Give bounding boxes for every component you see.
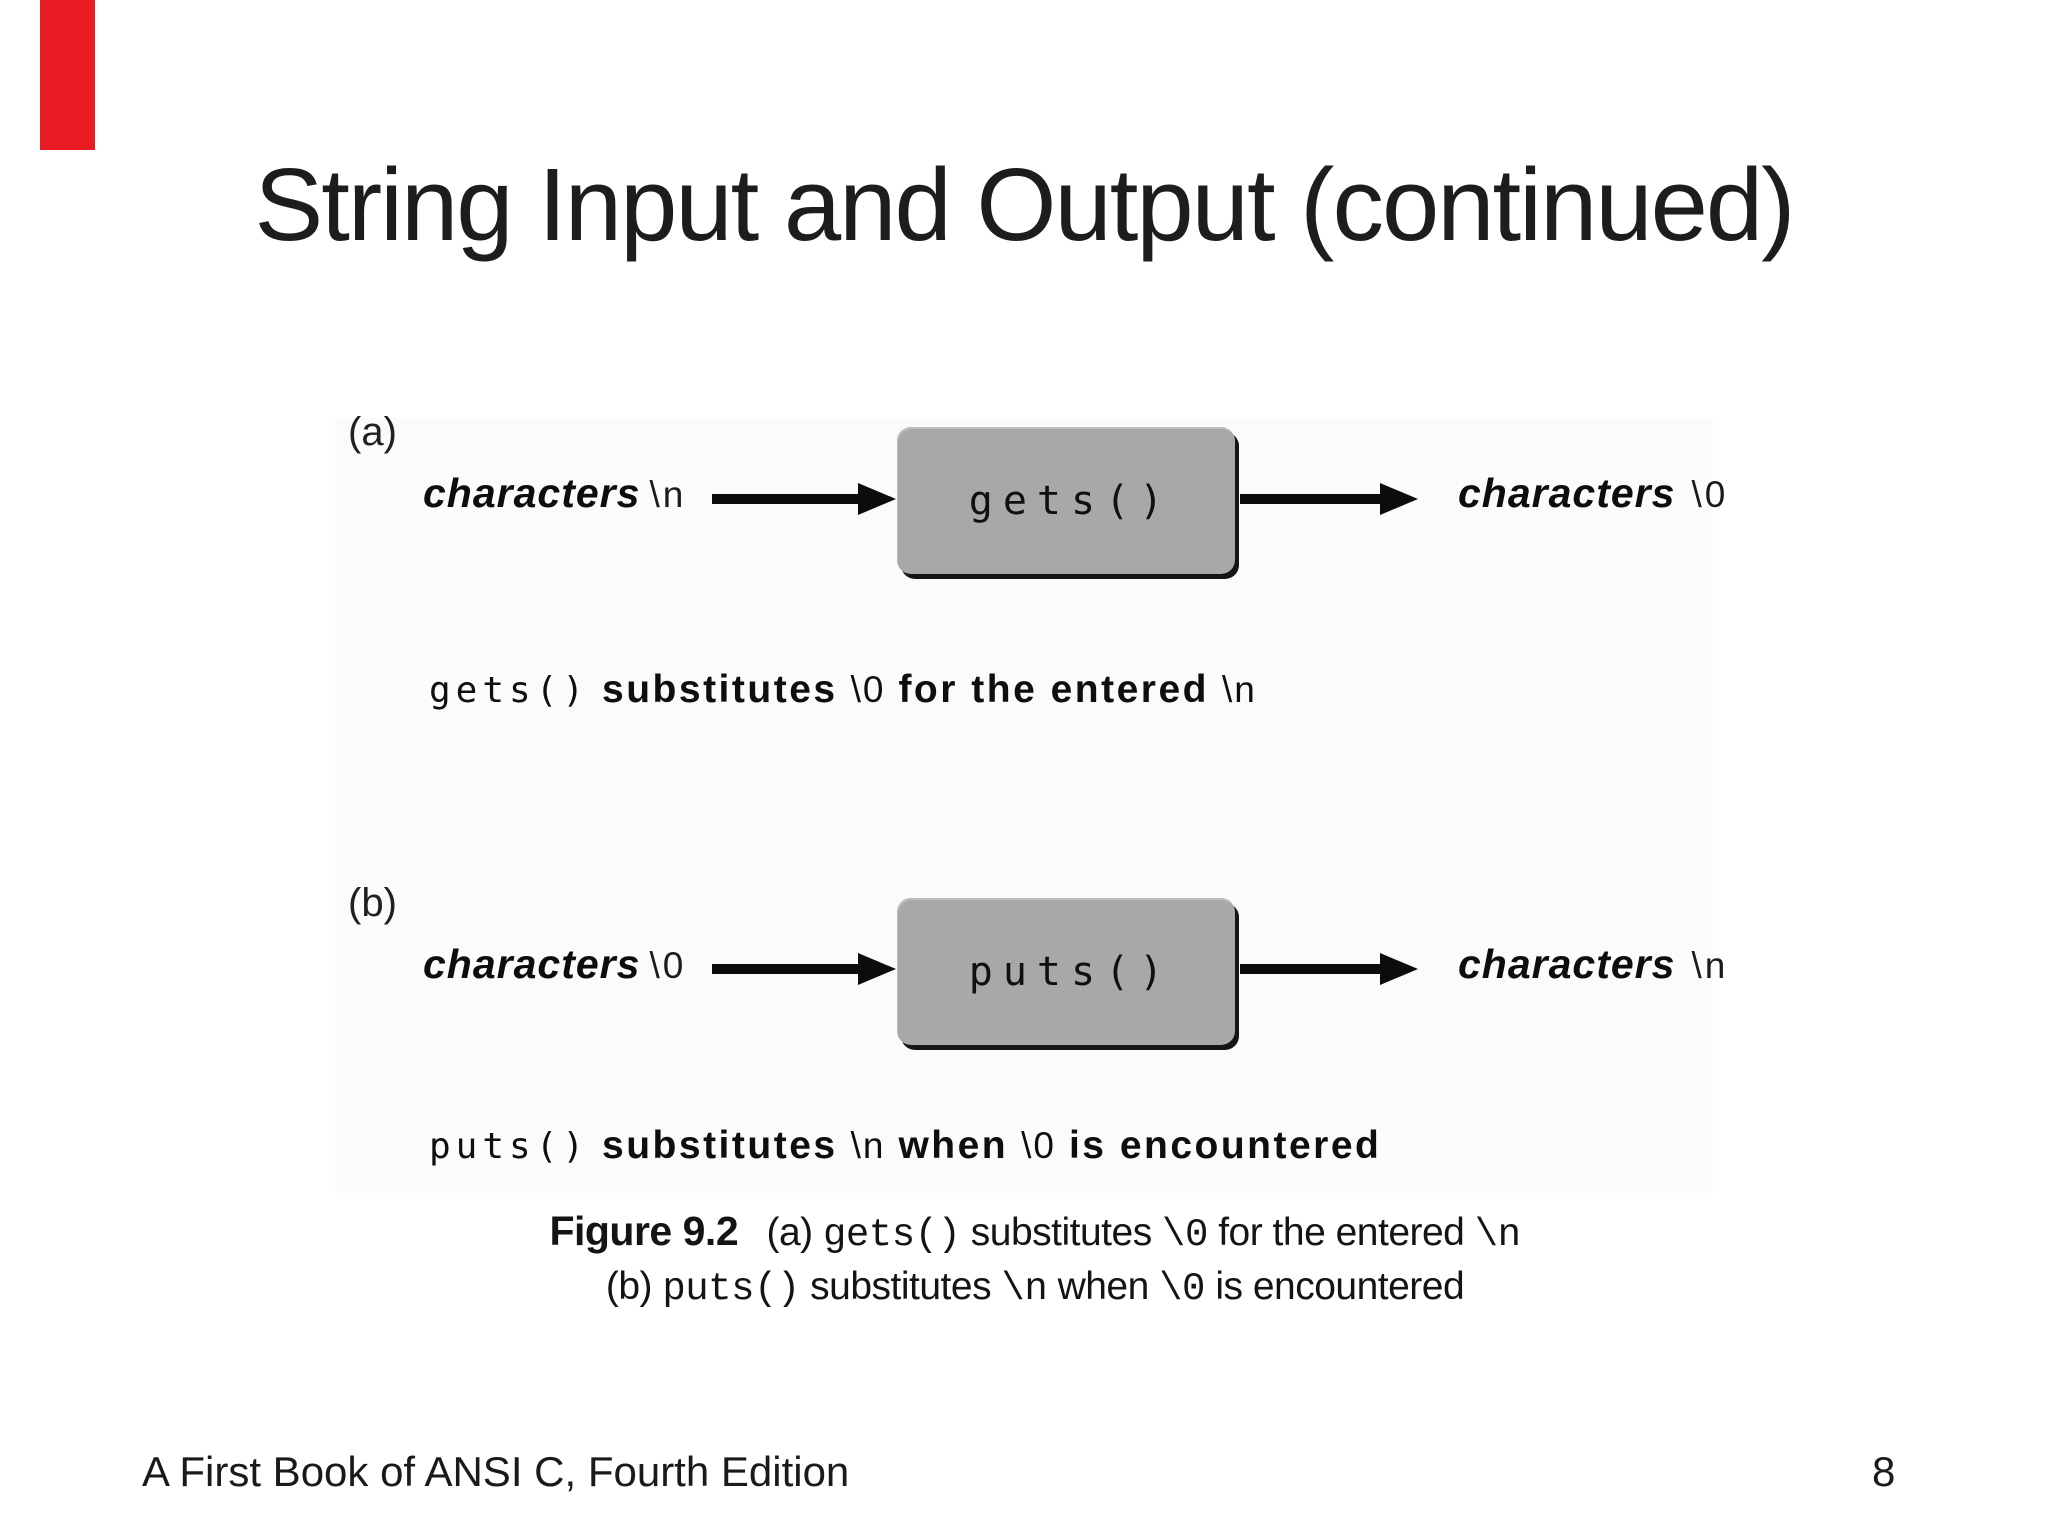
- output-escape: \0: [1691, 474, 1729, 515]
- caption-text: for the entered: [898, 668, 1209, 711]
- figure-caption: Figure 9.2 (a) gets() substitutes \0 for…: [420, 1205, 1650, 1315]
- arrow-shaft: [712, 964, 858, 974]
- arrow-right-icon: [1240, 953, 1418, 985]
- caption-text: substitutes: [602, 668, 838, 711]
- caption-text: is encountered: [1215, 1265, 1465, 1308]
- figure-number: Figure 9.2: [549, 1208, 739, 1254]
- caption-escape: \n: [850, 1125, 886, 1166]
- panel-a-caption: gets() substitutes \0 for the entered \n: [429, 668, 1257, 712]
- caption-code: puts(): [429, 1126, 590, 1167]
- arrow-shaft: [1240, 964, 1380, 974]
- panel-a-output-label: characters \0: [1458, 470, 1728, 517]
- caption-escape: \n: [1474, 1213, 1521, 1257]
- input-word: characters: [423, 941, 641, 987]
- function-box-gets: gets(): [897, 427, 1235, 574]
- panel-b-input-label: characters \0: [423, 941, 686, 988]
- caption-text: substitutes: [810, 1265, 992, 1308]
- figure-caption-line1: Figure 9.2 (a) gets() substitutes \0 for…: [420, 1205, 1650, 1261]
- slide-title: String Input and Output (continued): [254, 147, 1796, 262]
- arrow-shaft: [712, 494, 858, 504]
- arrow-head: [858, 483, 896, 515]
- caption-escape: \0: [1021, 1125, 1056, 1166]
- caption-escape: \0: [1162, 1213, 1208, 1257]
- function-box-label: gets(): [968, 477, 1174, 524]
- arrow-right-icon: [712, 483, 896, 515]
- output-word: characters: [1458, 470, 1676, 516]
- input-word: characters: [423, 470, 641, 516]
- caption-escape: \n: [1001, 1267, 1048, 1311]
- caption-code: gets(): [429, 670, 590, 711]
- page-number: 8: [1872, 1448, 1896, 1495]
- arrow-right-icon: [1240, 483, 1418, 515]
- caption-text: (a): [766, 1211, 813, 1254]
- red-accent-bar: [40, 0, 95, 150]
- caption-text: substitutes: [602, 1124, 838, 1167]
- figure-caption-line2: (b) puts() substitutes \n when \0 is enc…: [420, 1261, 1650, 1315]
- caption-code: puts(): [662, 1267, 800, 1311]
- footer-text: A First Book of ANSI C, Fourth Edition: [142, 1448, 850, 1495]
- input-escape: \n: [649, 474, 687, 515]
- caption-text: (b): [605, 1265, 653, 1308]
- output-escape: \n: [1691, 945, 1729, 986]
- function-box-puts: puts(): [897, 898, 1235, 1045]
- caption-code: gets(): [822, 1213, 961, 1257]
- panel-a-label: (a): [348, 410, 397, 454]
- caption-escape: \0: [1159, 1267, 1205, 1311]
- arrow-head: [1380, 483, 1418, 515]
- panel-a-input-label: characters \n: [423, 470, 686, 517]
- output-word: characters: [1458, 941, 1676, 987]
- arrow-shaft: [1240, 494, 1380, 504]
- input-escape: \0: [649, 945, 687, 986]
- arrow-head: [1380, 953, 1418, 985]
- caption-text: substitutes: [970, 1211, 1152, 1254]
- function-box-label: puts(): [968, 948, 1174, 995]
- panel-b-caption: puts() substitutes \n when \0 is encount…: [429, 1124, 1381, 1168]
- caption-escape: \n: [1221, 669, 1257, 710]
- panel-b-label: (b): [348, 881, 397, 925]
- caption-escape: \0: [850, 669, 886, 710]
- caption-text: is encountered: [1068, 1124, 1382, 1167]
- panel-b-output-label: characters \n: [1458, 941, 1728, 988]
- caption-text: for the entered: [1218, 1211, 1465, 1254]
- caption-text: when: [898, 1124, 1009, 1167]
- caption-text: when: [1057, 1265, 1150, 1308]
- arrow-right-icon: [712, 953, 896, 985]
- arrow-head: [858, 953, 896, 985]
